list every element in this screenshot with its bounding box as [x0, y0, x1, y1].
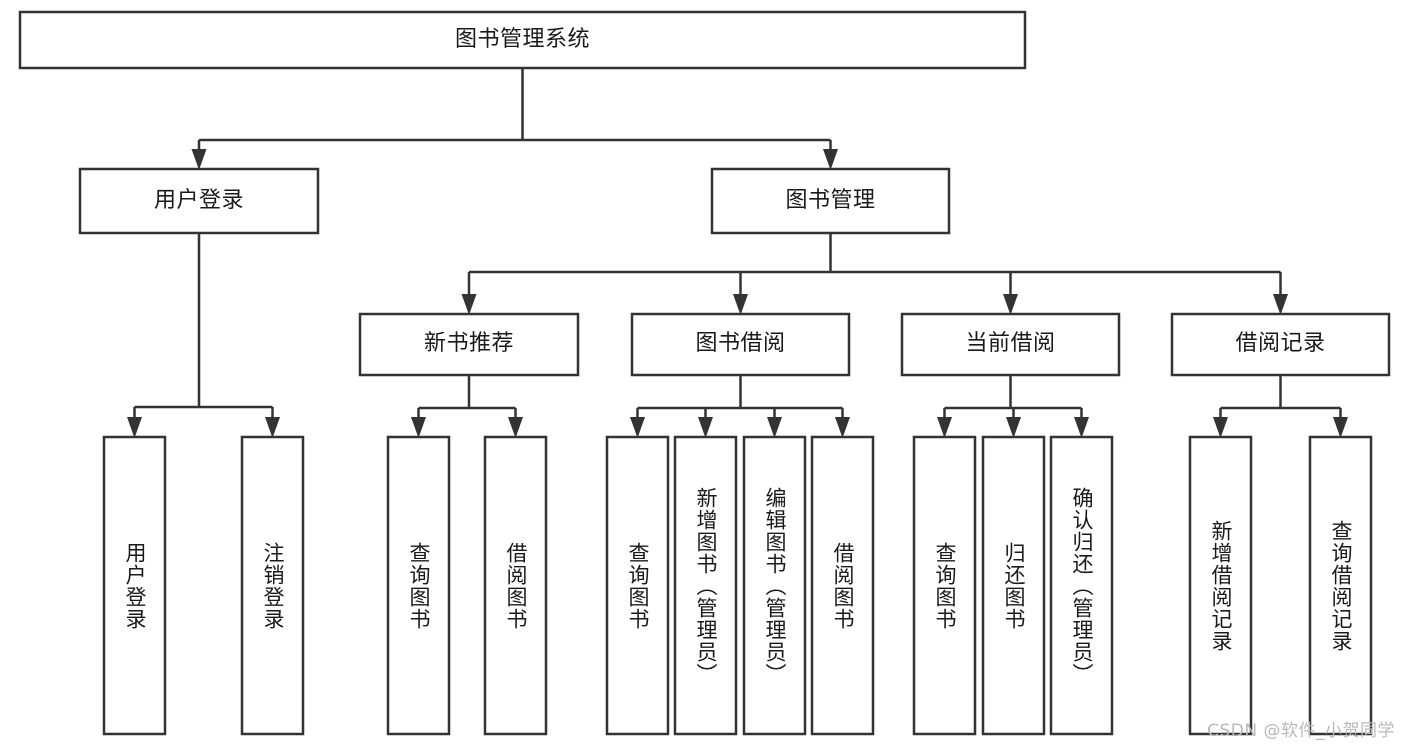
node-leaf_1-box[interactable] [240, 435, 305, 736]
node-l3_0-box[interactable] [358, 312, 580, 377]
node-leaf_8-box[interactable] [912, 435, 977, 736]
node-leaf_11-box[interactable] [1188, 435, 1253, 736]
node-leaf_7-box[interactable] [810, 435, 875, 736]
node-leaf_10-box[interactable] [1049, 435, 1114, 736]
boxes-layer [18, 10, 1391, 736]
node-leaf_2-box[interactable] [386, 435, 451, 736]
edges-layer [127, 68, 1348, 438]
node-leaf_3-box[interactable] [483, 435, 548, 736]
node-leaf_5-box[interactable] [673, 435, 738, 736]
node-l3_1-box[interactable] [630, 312, 851, 377]
node-leaf_0-box[interactable] [102, 435, 167, 736]
node-l2_0-box[interactable] [78, 167, 320, 235]
node-leaf_4-box[interactable] [605, 435, 670, 736]
node-root-box[interactable] [18, 10, 1027, 70]
node-l3_2-box[interactable] [900, 312, 1121, 377]
node-leaf_9-box[interactable] [981, 435, 1046, 736]
node-l2_1-box[interactable] [710, 167, 951, 235]
node-l3_3-box[interactable] [1170, 312, 1391, 377]
node-leaf_6-box[interactable] [742, 435, 807, 736]
node-leaf_12-box[interactable] [1308, 435, 1373, 736]
watermark-text: CSDN @软件_小贺同学 [1207, 721, 1395, 741]
